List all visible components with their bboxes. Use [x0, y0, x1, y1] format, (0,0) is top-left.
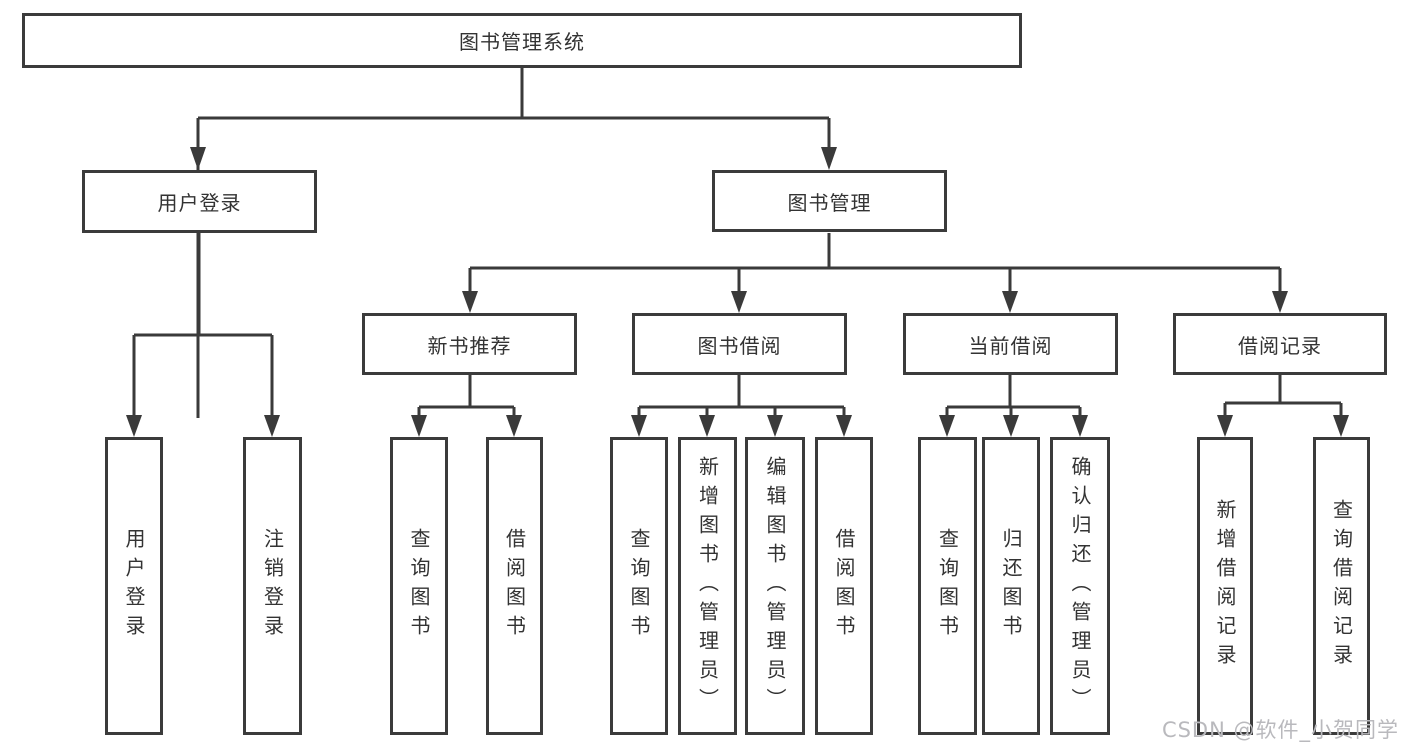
arrowhead [190, 147, 206, 170]
arrowhead [821, 147, 837, 170]
node-new-book-recommend-label: 新书推荐 [427, 333, 512, 358]
connector-current-borrow [945, 375, 1082, 417]
connector-book-borrow [637, 375, 846, 417]
leaf-add-book-admin-label: 新增图书（管理员） [695, 455, 720, 717]
node-current-borrow: 当前借阅 [903, 313, 1118, 375]
leaf-borrow-book-1-label: 借阅图书 [502, 528, 527, 644]
csdn-watermark: CSDN @软件_小贺同学 [1161, 718, 1399, 742]
node-book-borrow-label: 图书借阅 [697, 333, 782, 358]
node-book-borrow: 图书借阅 [632, 313, 847, 375]
node-user-login-label: 用户登录 [157, 191, 242, 215]
leaf-query-book-3-label: 查询图书 [935, 528, 960, 644]
leaf-borrow-book-2: 借阅图书 [815, 437, 873, 735]
node-book-management: 图书管理 [712, 170, 947, 232]
arrowhead [1217, 415, 1233, 437]
node-borrow-record: 借阅记录 [1173, 313, 1387, 375]
node-borrow-record-label: 借阅记录 [1238, 333, 1322, 358]
connector-user-login [132, 233, 274, 417]
arrowhead [1002, 291, 1018, 313]
arrowhead [1072, 415, 1088, 437]
node-root: 图书管理系统 [22, 13, 1022, 68]
arrowhead [631, 415, 647, 437]
arrowhead [411, 415, 427, 437]
leaf-query-book-3: 查询图书 [918, 437, 977, 735]
leaf-query-book-1: 查询图书 [390, 437, 448, 735]
node-root-label: 图书管理系统 [459, 30, 585, 54]
leaf-add-book-admin: 新增图书（管理员） [678, 437, 737, 735]
connector-new-book [417, 375, 516, 417]
arrowhead [506, 415, 522, 437]
arrowhead [126, 415, 142, 437]
leaf-borrow-book-1: 借阅图书 [486, 437, 543, 735]
node-current-borrow-label: 当前借阅 [968, 333, 1053, 358]
leaf-query-borrow-record: 查询借阅记录 [1313, 437, 1370, 735]
leaf-edit-book-admin: 编辑图书（管理员） [745, 437, 805, 735]
leaf-query-book-1-label: 查询图书 [407, 528, 431, 644]
arrowhead [699, 415, 715, 437]
leaf-user-login-label: 用户登录 [122, 528, 146, 644]
leaf-logout: 注销登录 [243, 437, 302, 735]
connector-borrow-record [1223, 375, 1343, 417]
leaf-return-book: 归还图书 [982, 437, 1040, 735]
leaf-logout-label: 注销登录 [260, 528, 285, 644]
arrowhead [462, 291, 478, 313]
leaf-add-borrow-record-label: 新增借阅记录 [1213, 499, 1237, 673]
leaf-borrow-book-2-label: 借阅图书 [832, 528, 856, 644]
node-user-login: 用户登录 [82, 170, 317, 233]
leaf-add-borrow-record: 新增借阅记录 [1197, 437, 1253, 735]
leaf-edit-book-admin-label: 编辑图书（管理员） [763, 455, 787, 717]
arrowhead [836, 415, 852, 437]
leaf-query-borrow-record-label: 查询借阅记录 [1329, 499, 1354, 673]
connector-book-mgmt [468, 233, 1282, 293]
arrowhead [939, 415, 955, 437]
arrowhead [1003, 415, 1019, 437]
leaf-confirm-return-admin: 确认归还（管理员） [1050, 437, 1110, 735]
arrowhead [1272, 291, 1288, 313]
node-book-management-label: 图书管理 [787, 190, 872, 215]
node-new-book-recommend: 新书推荐 [362, 313, 577, 375]
arrowhead [731, 291, 747, 313]
arrowhead [264, 415, 280, 437]
leaf-return-book-label: 归还图书 [999, 528, 1023, 644]
arrowhead [1333, 415, 1349, 437]
leaf-confirm-return-admin-label: 确认归还（管理员） [1068, 455, 1092, 717]
leaf-query-book-2-label: 查询图书 [627, 528, 651, 644]
leaf-query-book-2: 查询图书 [610, 437, 668, 735]
arrowhead [767, 415, 783, 437]
leaf-user-login: 用户登录 [105, 437, 163, 735]
